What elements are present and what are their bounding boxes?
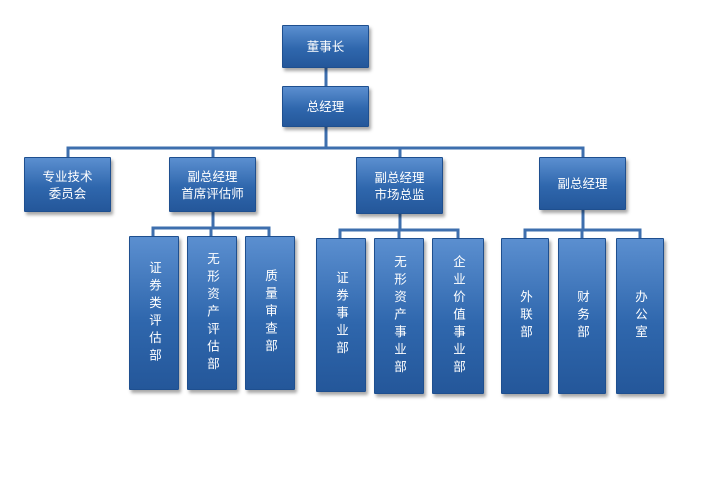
quality-review-dept-label: 质量审查部: [263, 269, 278, 357]
intangible-assets-business-dept-label: 无形资产事业部: [392, 254, 407, 378]
vp-box: 副总经理: [539, 157, 626, 210]
enterprise-value-business-dept-box: 企业价值事业部: [432, 238, 484, 394]
chairman-label: 董事长: [306, 39, 345, 54]
chairman-box: 董事长: [282, 25, 369, 68]
securities-appraisal-dept-box: 证券类评估部: [129, 236, 179, 390]
vp-label: 副总经理: [557, 176, 608, 191]
vp-marketing-director-label: 副总经理 市场总监: [374, 169, 425, 202]
tech-committee-box: 专业技术 委员会: [24, 157, 111, 212]
securities-appraisal-dept-label: 证券类评估部: [147, 260, 162, 366]
securities-business-dept-label: 证券事业部: [334, 271, 349, 359]
vp-chief-appraiser-label: 副总经理 首席评估师: [181, 168, 244, 201]
general-manager-label: 总经理: [306, 99, 345, 114]
vp-marketing-director-box: 副总经理 市场总监: [356, 157, 443, 214]
securities-business-dept-box: 证券事业部: [316, 238, 366, 392]
finance-dept-label: 财务部: [575, 289, 590, 343]
external-relations-dept-box: 外联部: [501, 238, 549, 394]
tech-committee-label: 专业技术 委员会: [42, 168, 93, 201]
office-dept-box: 办公室: [616, 238, 664, 394]
vp-chief-appraiser-box: 副总经理 首席评估师: [169, 157, 256, 212]
general-manager-box: 总经理: [282, 86, 369, 127]
office-dept-label: 办公室: [633, 289, 648, 343]
intangible-assets-business-dept-box: 无形资产事业部: [374, 238, 424, 394]
enterprise-value-business-dept-label: 企业价值事业部: [451, 254, 466, 378]
intangible-assets-appraisal-dept-label: 无形资产评估部: [205, 251, 220, 375]
intangible-assets-appraisal-dept-box: 无形资产评估部: [187, 236, 237, 390]
quality-review-dept-box: 质量审查部: [245, 236, 295, 390]
finance-dept-box: 财务部: [558, 238, 606, 394]
external-relations-dept-label: 外联部: [518, 289, 533, 343]
